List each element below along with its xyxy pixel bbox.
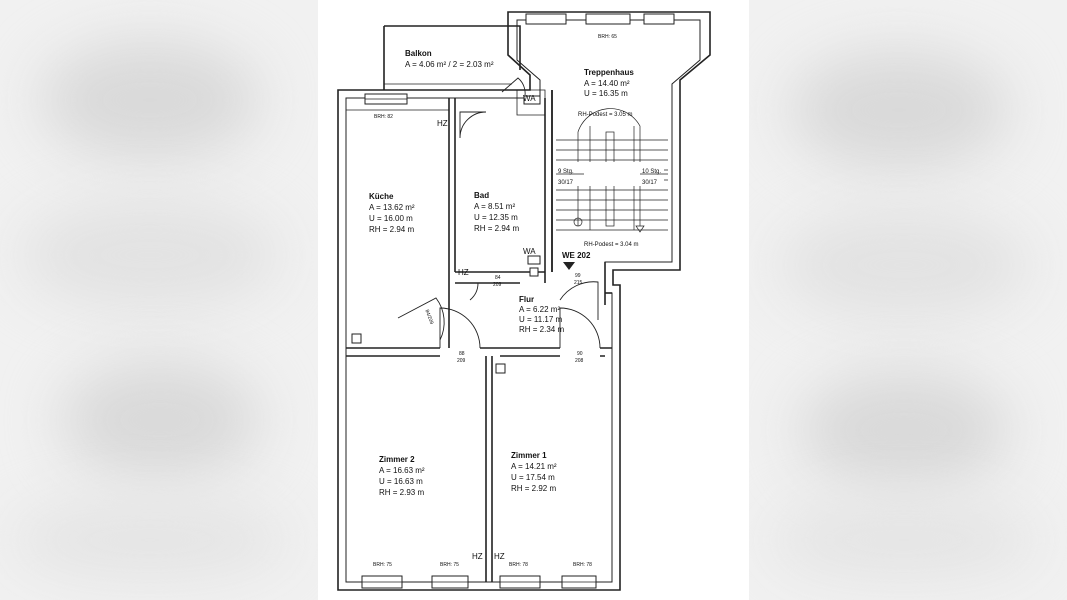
- zimmer2-height: RH = 2.93 m: [379, 488, 424, 497]
- doors: [397, 77, 601, 349]
- wa-label-top: WA: [523, 94, 536, 103]
- hz-label-bad: HZ: [458, 268, 469, 277]
- hz-label-zimmer1: HZ: [494, 552, 505, 561]
- door-zimmer2-height: 209: [457, 358, 466, 364]
- brh-zimmer1-window-left: BRH: 78: [509, 562, 528, 568]
- stairs-right-ratio: 30/17: [642, 180, 658, 186]
- door-bad-width: 84: [495, 275, 501, 281]
- blurred-background-right: [749, 0, 1067, 600]
- flur-height: RH = 2.34 m: [519, 325, 564, 334]
- floor-plan-drawing: Balkon A = 4.06 m² / 2 = 2.03 m² Treppen…: [337, 11, 711, 591]
- flur-perimeter: U = 11.17 m: [519, 315, 563, 324]
- zimmer2-name: Zimmer 2: [379, 455, 415, 464]
- zimmer1-perimeter: U = 17.54 m: [511, 473, 555, 482]
- zimmer1-name: Zimmer 1: [511, 451, 547, 460]
- brh-zimmer2-window-right: BRH: 75: [440, 562, 459, 568]
- zimmer1-height: RH = 2.92 m: [511, 484, 556, 493]
- brh-zimmer2-window-left: BRH: 75: [373, 562, 392, 568]
- flur-area: A = 6.22 m²: [519, 305, 560, 314]
- zimmer2-perimeter: U = 16.63 m: [379, 477, 423, 486]
- bad-height: RH = 2.94 m: [474, 224, 519, 233]
- balkon-name: Balkon: [405, 49, 432, 58]
- flur-name: Flur: [519, 295, 534, 304]
- stairs-left-ratio: 30/17: [558, 180, 574, 186]
- door-entry-width: 99: [575, 273, 581, 279]
- fixtures: [351, 95, 541, 374]
- zimmer2-area: A = 16.63 m²: [379, 466, 425, 475]
- wa-label-bad: WA: [523, 247, 536, 256]
- blurred-background-left: [0, 0, 318, 600]
- stairs-left-count: 9 Stg.: [558, 169, 574, 175]
- brh-stair-window: BRH: 65: [598, 34, 617, 40]
- kueche-height: RH = 2.94 m: [369, 225, 414, 234]
- windows: [361, 13, 675, 589]
- kueche-area: A = 13.62 m²: [369, 203, 415, 212]
- entry-arrow-icon: [563, 262, 575, 270]
- door-kueche-size: 84/209: [423, 309, 434, 326]
- brh-zimmer1-window-right: BRH: 78: [573, 562, 592, 568]
- rh-podest-top: RH-Podest = 3.05 m: [578, 112, 633, 118]
- brh-kueche-window: BRH: 82: [374, 114, 393, 120]
- door-zimmer2-width: 88: [459, 351, 465, 357]
- stairs-right-count: 10 Stg.: [642, 169, 661, 175]
- walls: [337, 11, 711, 591]
- floor-plan: Balkon A = 4.06 m² / 2 = 2.03 m² Treppen…: [318, 0, 749, 600]
- door-zimmer1-height: 208: [575, 358, 584, 364]
- bad-name: Bad: [474, 191, 489, 200]
- door-bad-height: 209: [493, 282, 502, 288]
- treppenhaus-perimeter: U = 16.35 m: [584, 89, 628, 98]
- door-zimmer1-width: 90: [577, 351, 583, 357]
- kueche-perimeter: U = 16.00 m: [369, 214, 413, 223]
- hz-label-kueche: HZ: [437, 119, 448, 128]
- treppenhaus-area: A = 14.40 m²: [584, 79, 630, 88]
- zimmer1-area: A = 14.21 m²: [511, 462, 557, 471]
- window-mullions: [362, 98, 596, 583]
- stairs: [556, 108, 668, 233]
- balkon-area: A = 4.06 m² / 2 = 2.03 m²: [405, 60, 494, 69]
- kueche-name: Küche: [369, 192, 394, 201]
- hz-label-zimmer2: HZ: [472, 552, 483, 561]
- bad-area: A = 8.51 m²: [474, 202, 515, 211]
- door-entry-height: 215: [574, 280, 583, 286]
- unit-label: WE 202: [562, 251, 591, 260]
- rh-podest-bottom: RH-Podest = 3.04 m: [584, 242, 639, 248]
- treppenhaus-name: Treppenhaus: [584, 68, 634, 77]
- bad-perimeter: U = 12.35 m: [474, 213, 518, 222]
